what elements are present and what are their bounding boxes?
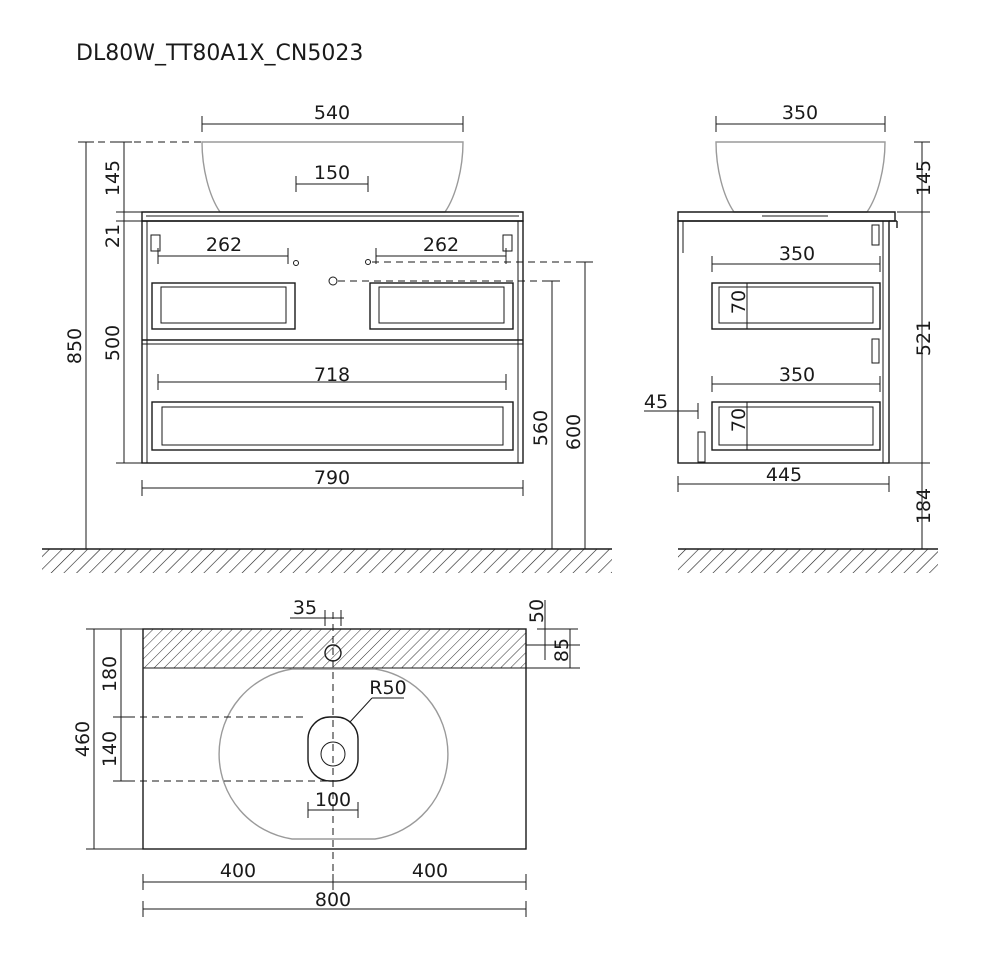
dim-basin-width: 540 [314, 102, 350, 124]
dim-tap-depth: 85 [551, 638, 573, 662]
dim-half-left: 400 [220, 860, 256, 882]
dim-radius: R50 [369, 677, 406, 699]
front-drain-hole [328, 276, 338, 286]
side-drawer-lower [711, 401, 881, 451]
front-bracket-left [150, 234, 161, 252]
side-hinge-top [871, 224, 880, 246]
front-floor-hatch [42, 549, 612, 573]
top-view: R50 35 50 85 460 180 140 100 400 [72, 597, 580, 917]
dim-side-back-offset: 45 [644, 391, 668, 413]
dim-top-total-depth: 460 [72, 721, 94, 757]
dim-side-basin-depth: 350 [782, 102, 818, 124]
dim-back-zone: 180 [99, 656, 121, 692]
dim-side-inner-2: 70 [728, 408, 750, 432]
dim-basin-height: 145 [102, 160, 124, 196]
side-floor-hatch [678, 549, 938, 573]
top-back-zone [143, 629, 526, 668]
dim-side-drawer-1: 350 [779, 243, 815, 265]
dim-body-height: 500 [102, 325, 124, 361]
dim-total-height: 850 [64, 328, 86, 364]
dim-tap-edge: 50 [526, 599, 548, 623]
dim-top-thickness: 21 [102, 224, 124, 248]
front-drawer-left [151, 282, 296, 330]
front-bracket-right [502, 234, 513, 252]
side-cabinet [677, 220, 890, 464]
dim-drain-offset: 150 [314, 162, 350, 184]
dim-side-drawer-2: 350 [779, 364, 815, 386]
dim-side-basin-height: 145 [913, 160, 935, 196]
side-drawer-upper [711, 282, 881, 330]
dim-supply-height: 600 [563, 414, 585, 450]
dim-body-width: 790 [314, 467, 350, 489]
top-drain-center [320, 741, 346, 767]
dim-slot-length: 140 [99, 731, 121, 767]
dim-side-inner-1: 70 [728, 290, 750, 314]
dim-side-floor-gap: 184 [913, 488, 935, 524]
top-basin-outline [218, 668, 449, 840]
side-hinge-mid [871, 338, 880, 364]
front-drawer-right [369, 282, 514, 330]
front-view: 540 150 262 262 718 790 850 14 [42, 102, 612, 573]
dim-top-total-width: 800 [315, 889, 351, 911]
front-hole-right [365, 259, 371, 265]
side-basin [715, 141, 886, 213]
front-hole-left [293, 260, 299, 266]
dim-drawer-wide: 718 [314, 364, 350, 386]
drawing-title: DL80W_TT80A1X_CN5023 [76, 41, 363, 66]
dim-drawer-left: 262 [206, 234, 242, 256]
dim-drawer-right: 262 [423, 234, 459, 256]
dim-slot-width: 100 [315, 789, 351, 811]
dim-drain-height: 560 [530, 410, 552, 446]
dim-tap-offset: 35 [293, 597, 317, 619]
dim-half-right: 400 [412, 860, 448, 882]
dim-side-body-height: 521 [913, 320, 935, 356]
dim-side-body-depth: 445 [766, 464, 802, 486]
front-cabinet [141, 220, 524, 464]
front-drawer-wide [151, 401, 514, 451]
side-view: 350 350 350 70 70 45 445 145 521 184 [644, 102, 938, 573]
side-foot [697, 431, 706, 463]
